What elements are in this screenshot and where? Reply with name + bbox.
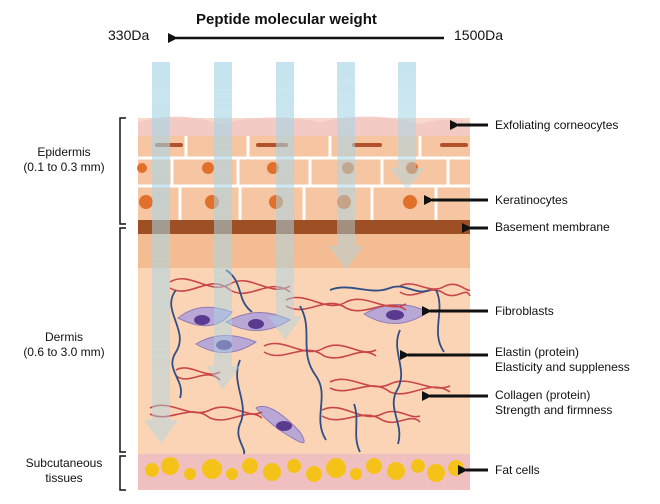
dermis-label: Dermis (0.6 to 3.0 mm)	[14, 330, 114, 360]
callout-elastin: Elastin (protein) Elasticity and supplen…	[495, 345, 630, 375]
dermis-layer	[138, 268, 470, 454]
callout-keratinocytes: Keratinocytes	[495, 193, 568, 207]
collagen-description: Strength and firmness	[495, 403, 613, 417]
elastin-description: Elasticity and suppleness	[495, 360, 630, 374]
epidermis-range: (0.1 to 0.3 mm)	[23, 160, 105, 174]
collagen-title: Collagen (protein)	[495, 388, 591, 402]
subcutaneous-range: tissues	[45, 471, 83, 485]
callout-arrows	[400, 120, 488, 475]
subcutaneous-name: Subcutaneous	[25, 456, 103, 470]
callout-exfoliating-corneocytes: Exfoliating corneocytes	[495, 118, 619, 132]
subcutaneous-label: Subcutaneous tissues	[10, 456, 118, 486]
basement-membrane	[138, 220, 470, 234]
high-weight-label: 1500Da	[454, 27, 504, 43]
low-weight-label: 330Da	[108, 27, 150, 43]
callout-fat-cells: Fat cells	[495, 463, 540, 477]
callout-basement-membrane: Basement membrane	[495, 220, 610, 234]
penetration-arrows	[144, 62, 424, 444]
callout-fibroblasts: Fibroblasts	[495, 304, 554, 318]
dermis-range: (0.6 to 3.0 mm)	[23, 345, 105, 359]
callout-collagen: Collagen (protein) Strength and firmness	[495, 388, 612, 418]
diagram-title: Peptide molecular weight	[196, 11, 377, 28]
elastin-title: Elastin (protein)	[495, 345, 580, 359]
epidermis-label: Epidermis (0.1 to 0.3 mm)	[14, 145, 114, 175]
layer-brackets	[119, 117, 126, 491]
dermis-name: Dermis	[45, 330, 83, 344]
epidermis-name: Epidermis	[37, 145, 91, 159]
